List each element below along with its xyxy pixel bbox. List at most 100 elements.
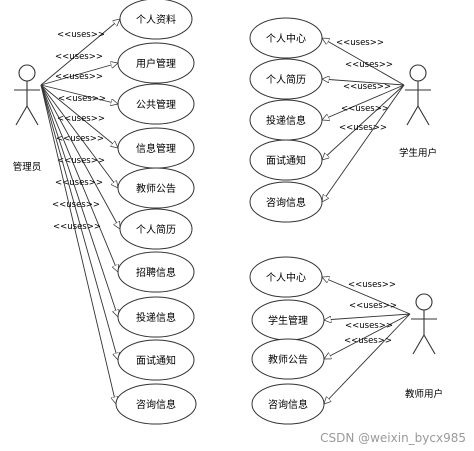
actor-student: 学生用户 [399, 64, 437, 159]
admin-relation-9-uses-label: <<uses>> [53, 222, 101, 232]
relations-layer: <<uses>> <<uses>> <<uses>> <<uses>> <<uses>>… [40, 19, 411, 404]
use-case-label: 个人中心 [266, 32, 306, 45]
admin-use-case-8: 面试通知 [117, 339, 195, 381]
admin-use-case-5: 个人简历 [119, 208, 193, 250]
student-use-case-1: 个人简历 [249, 58, 323, 100]
student-relation-0 [322, 38, 405, 86]
actor-student-label: 学生用户 [399, 147, 437, 159]
teacher-use-case-0: 个人中心 [249, 256, 323, 298]
shapes-layer: 管理员个人资料用户管理公共管理信息管理教师公告个人简历招聘信息投递信息面试通知咨… [13, 0, 443, 425]
student-relation-4 [322, 84, 405, 202]
use-case-ellipse [251, 338, 325, 380]
student-relation-2-uses-label: <<uses>> [343, 82, 391, 92]
admin-relation-0 [40, 19, 120, 86]
use-case-label: 个人简历 [136, 223, 176, 236]
admin-relation-6 [40, 84, 118, 272]
student-use-case-3: 面试通知 [249, 139, 323, 181]
admin-relation-1-uses-label: <<uses>> [55, 52, 103, 62]
admin-use-case-7: 投递信息 [117, 296, 195, 338]
use-case-ellipse [117, 167, 195, 209]
use-case-label: 信息管理 [136, 142, 176, 155]
admin-relation-6-uses-label: <<uses>> [57, 156, 105, 166]
use-case-ellipse [251, 383, 325, 425]
admin-relation-3 [40, 84, 118, 148]
use-case-ellipse [117, 42, 195, 84]
use-case-label: 个人中心 [266, 271, 306, 284]
admin-relation-9 [40, 84, 116, 404]
teacher-use-case-2: 教师公告 [251, 338, 325, 380]
admin-relation-2 [40, 84, 118, 104]
student-relation-2 [322, 84, 405, 120]
use-case-label: 面试通知 [136, 354, 176, 367]
student-relation-1 [322, 79, 405, 86]
admin-relation-8-uses-label: <<uses>> [52, 200, 100, 210]
use-case-label: 咨询信息 [268, 398, 308, 411]
teacher-relation-2-uses-label: <<uses>> [345, 321, 393, 331]
actor-left-leg [406, 105, 419, 126]
use-case-label: 学生管理 [268, 314, 308, 327]
admin-use-case-6: 招聘信息 [117, 251, 195, 293]
use-case-ellipse [117, 296, 195, 338]
use-case-label: 咨询信息 [266, 196, 306, 209]
student-use-case-0: 个人中心 [249, 17, 323, 59]
teacher-relation-1 [324, 313, 411, 320]
teacher-relation-0-uses-label: <<uses>> [348, 280, 396, 290]
actor-admin: 管理员 [13, 64, 42, 173]
use-case-ellipse [249, 17, 323, 59]
use-case-label: 教师公告 [136, 182, 176, 195]
use-case-ellipse [117, 339, 195, 381]
use-case-ellipse [249, 139, 323, 181]
actor-head [415, 293, 433, 311]
teacher-relation-1-uses-label: <<uses>> [349, 301, 397, 311]
use-case-label: 公共管理 [136, 98, 176, 111]
admin-use-case-1: 用户管理 [117, 42, 195, 84]
teacher-relation-0 [322, 277, 411, 315]
admin-relation-4 [40, 84, 118, 188]
teacher-use-case-3: 咨询信息 [251, 383, 325, 425]
use-case-ellipse [117, 83, 195, 125]
actor-left-leg [15, 105, 28, 126]
use-case-ellipse [249, 181, 323, 223]
admin-relation-2-uses-label: <<uses>> [55, 72, 103, 82]
actor-teacher: 教师用户 [405, 293, 443, 400]
use-case-label: 面试通知 [266, 154, 306, 167]
actor-admin-label: 管理员 [13, 161, 42, 173]
student-relation-3 [322, 84, 405, 160]
use-case-label: 用户管理 [136, 57, 176, 70]
actor-right-leg [26, 105, 39, 126]
student-use-case-2: 投递信息 [249, 99, 323, 141]
admin-use-case-3: 信息管理 [117, 127, 195, 169]
use-case-ellipse [119, 0, 193, 40]
actor-head [18, 64, 36, 82]
student-relation-4-uses-label: <<uses>> [339, 123, 387, 133]
use-case-label: 投递信息 [136, 311, 176, 324]
use-case-label: 投递信息 [266, 114, 306, 127]
student-relation-0-uses-label: <<uses>> [336, 38, 384, 48]
use-case-ellipse [249, 256, 323, 298]
admin-relation-5 [40, 84, 121, 229]
use-case-ellipse [115, 383, 197, 425]
teacher-relation-2 [324, 313, 411, 360]
teacher-use-case-1: 学生管理 [251, 299, 325, 341]
use-case-label: 个人简历 [266, 73, 306, 86]
admin-relation-5-uses-label: <<uses>> [56, 134, 104, 144]
student-use-case-4: 咨询信息 [249, 181, 323, 223]
admin-relation-1 [40, 63, 118, 86]
use-case-label: 咨询信息 [136, 398, 176, 411]
use-case-ellipse [249, 58, 323, 100]
actor-right-leg [423, 334, 436, 355]
teacher-relation-3-uses-label: <<uses>> [344, 336, 392, 346]
use-case-label: 个人资料 [136, 13, 176, 26]
actor-left-leg [412, 334, 425, 355]
use-case-ellipse [117, 251, 195, 293]
student-relation-1-uses-label: <<uses>> [345, 60, 393, 70]
admin-relation-4-uses-label: <<uses>> [57, 114, 105, 124]
admin-relation-7-uses-label: <<uses>> [55, 178, 103, 188]
admin-use-case-2: 公共管理 [117, 83, 195, 125]
use-case-ellipse [119, 208, 193, 250]
teacher-relation-3 [324, 313, 411, 404]
admin-relation-3-uses-label: <<uses>> [58, 94, 106, 104]
actor-teacher-label: 教师用户 [405, 388, 443, 400]
admin-use-case-4: 教师公告 [117, 167, 195, 209]
